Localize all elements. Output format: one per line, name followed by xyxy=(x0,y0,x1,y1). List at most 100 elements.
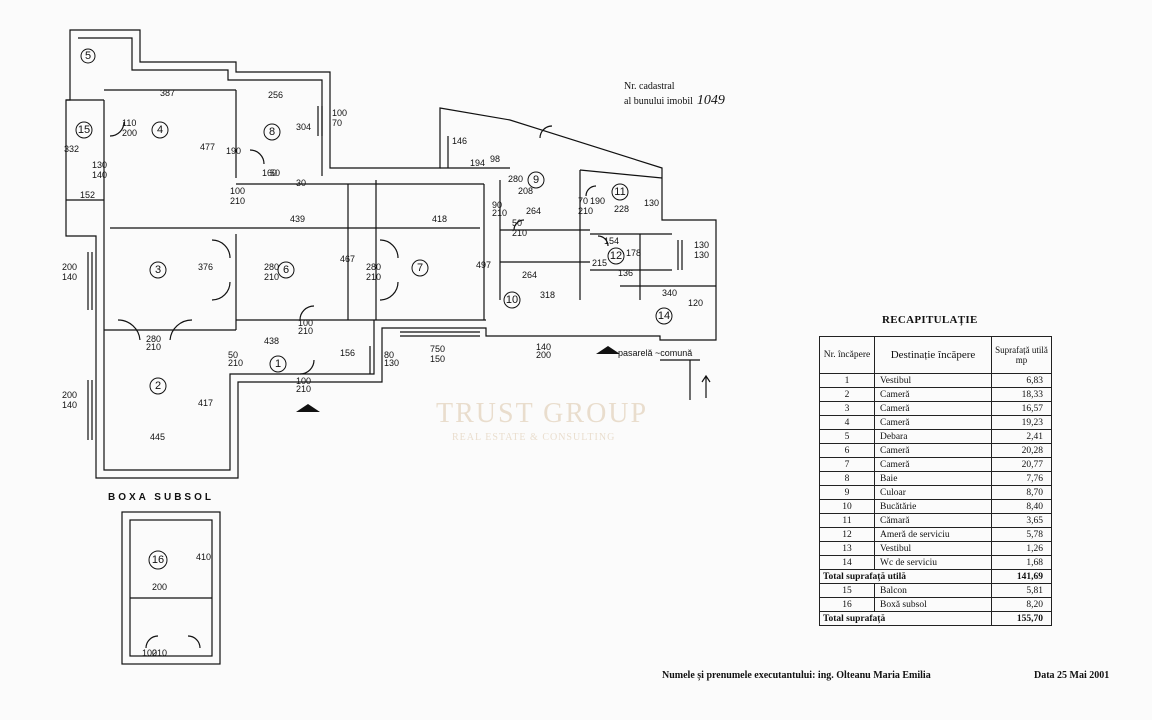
cadastral-label-1: Nr. cadastral xyxy=(624,81,675,92)
dimension-label: 178 xyxy=(626,248,641,258)
dimension-label: 200 xyxy=(62,390,77,400)
dimension-label: 210 xyxy=(578,206,593,216)
row-area: 8,70 xyxy=(991,485,1052,500)
dimension-label: 50 xyxy=(270,168,280,178)
row-area: 1,68 xyxy=(991,555,1052,570)
row-dest: Bucătărie xyxy=(874,499,992,514)
row-dest: Baie xyxy=(874,471,992,486)
dimension-label: 210 xyxy=(146,342,161,352)
row-area: 16,57 xyxy=(991,401,1052,416)
row-dest: Cameră xyxy=(874,387,992,402)
row-nr: 2 xyxy=(819,387,875,402)
dimension-label: 200 xyxy=(536,350,551,360)
dimension-label: 150 xyxy=(430,354,445,364)
dimension-label: 477 xyxy=(200,142,215,152)
dimension-label: 210 xyxy=(512,228,527,238)
dimension-label: 210 xyxy=(264,272,279,282)
dimension-label: 210 xyxy=(228,358,243,368)
dimension-label: 100 xyxy=(296,376,311,386)
room-number: 11 xyxy=(614,186,625,198)
dimension-label: 438 xyxy=(264,336,279,346)
total-util-area: 141,69 xyxy=(991,569,1052,584)
dimension-label: 70 xyxy=(332,118,342,128)
dimension-label: 50 xyxy=(512,218,522,228)
dimension-label: 100 xyxy=(332,108,347,118)
row-area: 2,41 xyxy=(991,429,1052,444)
row-area: 8,40 xyxy=(991,499,1052,514)
dimension-label: 417 xyxy=(198,398,213,408)
dimension-label: 80 xyxy=(384,350,394,360)
dimension-label: 140 xyxy=(92,170,107,180)
row-area: 5,81 xyxy=(991,583,1052,598)
row-nr: 9 xyxy=(819,485,875,500)
row-area: 5,78 xyxy=(991,527,1052,542)
dimension-label: 194 xyxy=(470,158,485,168)
room-number: 9 xyxy=(533,174,539,186)
room-number: 5 xyxy=(85,50,91,62)
row-nr: 3 xyxy=(819,401,875,416)
dimension-label: 190 xyxy=(226,146,241,156)
dimension-label: 130 xyxy=(694,250,709,260)
dimension-label: 136 xyxy=(618,268,633,278)
row-nr: 12 xyxy=(819,527,875,542)
dimension-label: 215 xyxy=(592,258,607,268)
dimension-label: 70 xyxy=(578,196,588,206)
row-dest: Wc de serviciu xyxy=(874,555,992,570)
room-number: 8 xyxy=(269,126,275,138)
dimension-label: 140 xyxy=(62,400,77,410)
row-dest: Culoar xyxy=(874,485,992,500)
row-dest: Cameră xyxy=(874,415,992,430)
total-label: Total suprafață xyxy=(819,611,992,626)
dimension-label: 100 xyxy=(298,318,313,328)
row-dest: Cameră xyxy=(874,401,992,416)
dimension-label: 190 xyxy=(590,196,605,206)
dimension-label: 210 xyxy=(366,272,381,282)
dimension-label: 439 xyxy=(290,214,305,224)
date-label: Data 25 Mai 2001 xyxy=(1034,670,1110,681)
dimension-label: 418 xyxy=(432,214,447,224)
dimension-label: 210 xyxy=(298,326,313,336)
watermark-sub: REAL ESTATE & CONSULTING xyxy=(452,432,616,443)
cadastral-handwritten: 1049 xyxy=(696,93,725,108)
row-nr: 15 xyxy=(819,583,875,598)
dimension-label: 130 xyxy=(384,358,399,368)
total-util-label: Total suprafață utilă xyxy=(819,569,992,584)
dimension-label: 210 xyxy=(492,208,507,218)
dimension-label: 376 xyxy=(198,262,213,272)
row-dest: Vestibul xyxy=(874,373,992,388)
row-dest: Boxă subsol xyxy=(874,597,992,612)
dimension-label: 90 xyxy=(492,200,502,210)
dimension-label: 130 xyxy=(92,160,107,170)
dimension-label: 228 xyxy=(614,204,629,214)
dimension-label: 210 xyxy=(152,648,167,658)
row-area: 6,83 xyxy=(991,373,1052,388)
dimension-label: 50 xyxy=(228,350,238,360)
dimension-label: 100 xyxy=(230,186,245,196)
dimension-label: 210 xyxy=(230,196,245,206)
dimension-label: 152 xyxy=(80,190,95,200)
row-nr: 6 xyxy=(819,443,875,458)
room-number: 6 xyxy=(283,264,289,276)
dimension-label: 304 xyxy=(296,122,311,132)
row-dest: Vestibul xyxy=(874,541,992,556)
row-nr: 14 xyxy=(819,555,875,570)
dimension-label: 280 xyxy=(264,262,279,272)
row-area: 20,77 xyxy=(991,457,1052,472)
room-number: 16 xyxy=(152,554,164,566)
dimension-label: 387 xyxy=(160,88,175,98)
row-nr: 1 xyxy=(819,373,875,388)
dimension-label: 130 xyxy=(644,198,659,208)
room-number: 10 xyxy=(506,294,518,306)
